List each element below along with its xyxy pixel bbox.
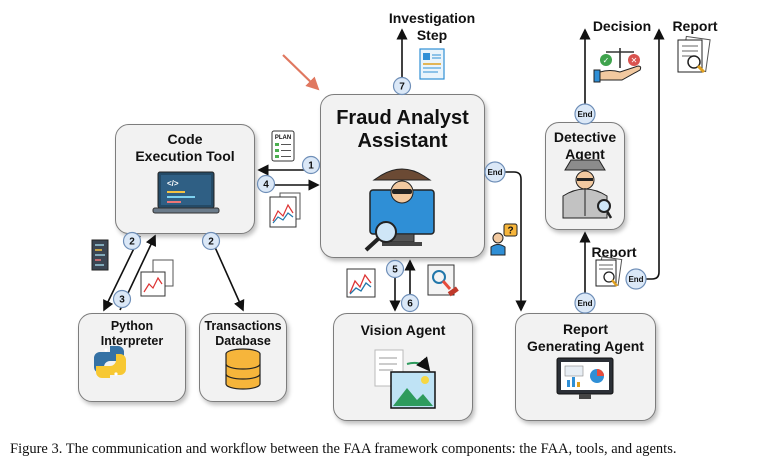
svg-text:✓: ✓: [603, 56, 610, 65]
svg-text:?: ?: [507, 226, 513, 237]
end-label: End: [487, 168, 502, 177]
python-interpreter-box: Python Interpreter: [78, 313, 186, 402]
dashboard-monitor-icon: [556, 357, 614, 399]
step-badge-2: [201, 231, 221, 251]
step-badge-3: [112, 289, 132, 309]
arrow-end-to-report: [646, 28, 665, 280]
code-execution-tool-box: Code Execution Tool: [115, 124, 255, 234]
step-number: 6: [407, 299, 413, 310]
code-file-icon: [91, 239, 109, 271]
code-execution-tool-title: Code Execution Tool: [135, 131, 235, 164]
step-number: 4: [263, 180, 269, 191]
plan-icon: PLAN: [271, 130, 295, 162]
chart-icon: [346, 268, 376, 298]
end-badge-faa: [484, 161, 506, 183]
step-badge-7: [392, 76, 412, 96]
step-badge-5: [385, 259, 405, 279]
transactions-database-title: Transactions Database: [204, 319, 282, 348]
step-number: 5: [392, 265, 398, 276]
detective-computer-icon: [364, 168, 435, 252]
report-generating-agent-title: Report Generating Agent: [527, 321, 644, 354]
figure-caption: Figure 3. The communication and workflow…: [10, 441, 677, 457]
database-icon: [225, 348, 261, 390]
step-number: 7: [399, 82, 405, 93]
report-mid-label: Report: [591, 244, 637, 260]
investigation-step-label: Investigation Step: [388, 10, 476, 43]
vision-agent-title: Vision Agent: [360, 322, 446, 338]
step-number: 2: [208, 237, 214, 248]
step-badge-6: [400, 293, 420, 313]
vision-document-icon: [374, 349, 436, 409]
investigation-report-icon: [419, 48, 445, 80]
detective-agent-title: Detective Agent: [553, 129, 617, 162]
svg-text:</>: </>: [167, 179, 179, 188]
report-mid-icon: [595, 256, 623, 287]
end-label: End: [577, 110, 592, 119]
end-badge-report-agent: [574, 292, 596, 314]
question-person-icon: ?: [490, 223, 518, 256]
svg-text:✕: ✕: [631, 56, 638, 65]
faa-title: Fraud Analyst Assistant: [336, 107, 469, 152]
end-badge-report: [625, 268, 647, 290]
magnify-chart-icon: [427, 264, 459, 297]
document-chart-icon: [140, 259, 174, 297]
step-badge-4: [256, 174, 276, 194]
detective-icon: [562, 159, 613, 219]
arrow-faa-to-report-agent: [487, 171, 527, 312]
chart-document-icon: [269, 192, 301, 228]
step-number: 1: [308, 161, 314, 172]
step-number: 3: [119, 295, 125, 306]
python-interpreter-title: Python Interpreter: [100, 319, 164, 348]
decision-label: Decision: [592, 18, 652, 34]
step-badge-2: [122, 231, 142, 251]
report-icon: [677, 35, 711, 74]
end-badge-detective: [574, 103, 596, 125]
scales-icon: ✓ ✕: [593, 48, 642, 83]
python-logo-icon: [94, 346, 126, 378]
end-label: End: [577, 299, 592, 308]
plan-text: PLAN: [275, 135, 291, 141]
step-badge-1: [301, 155, 321, 175]
laptop-code-icon: </>: [152, 171, 220, 214]
report-top-label: Report: [672, 18, 718, 34]
pointer-arrow: [282, 54, 320, 91]
end-label: End: [628, 275, 643, 284]
step-number: 2: [129, 237, 135, 248]
